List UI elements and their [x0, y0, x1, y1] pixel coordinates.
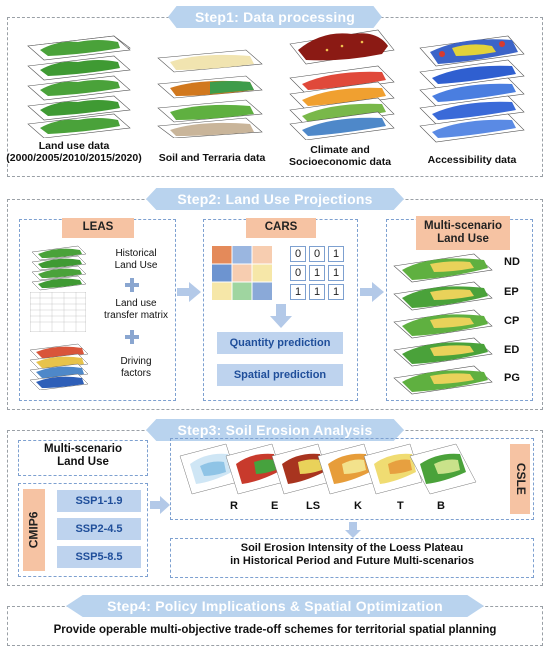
factor-b: B [437, 500, 445, 512]
matrix-cell: 1 [328, 284, 344, 300]
arrow-right-icon-2 [360, 282, 384, 302]
scenario-ep: EP [504, 286, 519, 298]
factor-e: E [271, 500, 279, 512]
step1-banner: Step1: Data processing [168, 6, 382, 28]
arrow-down-icon-2 [345, 522, 361, 538]
land-use-stack-icon [27, 35, 131, 138]
factor-r: R [230, 500, 238, 512]
scenario-nd: ND [504, 256, 520, 268]
step4-text: Provide operable multi-objective trade-o… [53, 624, 497, 636]
csle-label: CSLE [510, 444, 530, 514]
leas-historical-label: Historical Land Use [114, 248, 158, 271]
leas-transfer-label: Land use transfer matrix [104, 298, 168, 321]
soil-stack-icon [157, 49, 263, 138]
matrix-cell: 1 [328, 246, 344, 262]
matrix-cell: 1 [328, 265, 344, 281]
accessibility-stack-icon [419, 35, 525, 143]
result-box [170, 538, 534, 578]
historical-land-use-icon [31, 245, 87, 291]
scenario-maps-stack-icon [393, 253, 493, 395]
ssp3-box: SSP5-8.5 [57, 546, 141, 568]
cmip6-text: CMIP6 [26, 511, 41, 549]
matrix-cell: 0 [290, 265, 306, 281]
accessibility-label: Accessibility data [427, 154, 517, 166]
leas-driving-label: Driving factors [120, 356, 152, 379]
plus-icon-2 [125, 330, 139, 344]
driving-factors-icon [29, 343, 89, 390]
arrow-right-icon [177, 282, 201, 302]
result-label: Soil Erosion Intensity of the Loess Plat… [230, 542, 474, 567]
step3-land-use-box [18, 440, 148, 476]
cmip6-label: CMIP6 [23, 489, 45, 571]
land-use-data-label: Land use data (2000/2005/2010/2015/2020) [6, 140, 142, 165]
transfer-matrix-icon [30, 292, 86, 332]
scenario-cp: CP [504, 315, 520, 327]
factor-k: K [354, 500, 362, 512]
ssp1-box: SSP1-1.9 [57, 490, 141, 512]
matrix-cell: 1 [309, 265, 325, 281]
factor-t: T [397, 500, 404, 512]
climate-stack-icon [289, 29, 395, 140]
cars-title: CARS [246, 218, 316, 238]
matrix-cell: 1 [309, 284, 325, 300]
scenario-pg: PG [504, 372, 520, 384]
matrix-cell: 0 [309, 246, 325, 262]
multi-scenario-title: Multi-scenario Land Use [416, 216, 510, 250]
arrow-right-icon-3 [150, 496, 170, 514]
cmip6-box [18, 483, 148, 577]
step3-banner: Step3: Soil Erosion Analysis [146, 419, 404, 441]
plus-icon-1 [125, 278, 139, 292]
factor-ls: LS [306, 500, 321, 512]
matrix-cell: 0 [290, 246, 306, 262]
step3-land-use-label: Multi-scenario Land Use [44, 443, 122, 469]
csle-text: CSLE [513, 462, 528, 495]
soil-terraria-label: Soil and Terraria data [158, 152, 266, 164]
scenario-ed: ED [504, 344, 520, 356]
ssp2-box: SSP2-4.5 [57, 518, 141, 540]
csle-panel [170, 438, 534, 520]
climate-socio-label: Climate and Socioeconomic data [288, 144, 392, 169]
factor-maps-icon [179, 443, 477, 495]
step4-banner: Step4: Policy Implications & Spatial Opt… [66, 595, 484, 617]
spatial-prediction-box: Spatial prediction [217, 364, 343, 386]
leas-title: LEAS [62, 218, 134, 238]
step2-banner: Step2: Land Use Projections [146, 188, 404, 210]
cars-color-grid-icon [212, 246, 272, 300]
matrix-cell: 1 [290, 284, 306, 300]
quantity-prediction-box: Quantity prediction [217, 332, 343, 354]
arrow-down-icon [270, 304, 292, 328]
